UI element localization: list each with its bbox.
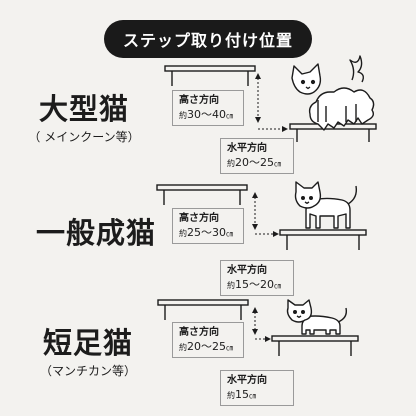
horizontal-box: 水平方向 約15㎝: [220, 370, 294, 406]
section-large-note: （ メインクーン等）: [28, 130, 140, 144]
height-box: 高さ方向 約20〜25㎝: [172, 322, 244, 358]
section-normal-diagram: [156, 181, 367, 250]
height-heading: 高さ方向: [179, 95, 219, 106]
height-box: 高さ方向 約30〜40㎝: [172, 90, 244, 126]
section-short-diagram: [157, 299, 359, 356]
horizontal-heading: 水平方向: [227, 265, 267, 276]
height-box: 高さ方向 約25〜30㎝: [172, 208, 244, 244]
section-large-label: 大型猫 （ メインクーン等）: [22, 92, 146, 145]
horizontal-value: 約15㎝: [227, 388, 256, 401]
horizontal-value: 約20〜25㎝: [227, 156, 281, 169]
lower-shelf: [271, 335, 359, 356]
short-cat-illustration: [286, 299, 348, 335]
height-heading: 高さ方向: [179, 327, 219, 338]
title-text: ステップ取り付け位置: [122, 31, 293, 50]
horizontal-heading: 水平方向: [227, 143, 267, 154]
section-large-name: 大型猫: [38, 92, 129, 126]
height-heading: 高さ方向: [179, 213, 219, 224]
section-large-diagram: [164, 55, 377, 142]
normal-cat-illustration: [294, 181, 358, 229]
section-normal-name: 一般成猫: [35, 216, 156, 250]
height-value: 約25〜30㎝: [179, 226, 233, 239]
section-short-note: （マンチカン等）: [39, 364, 136, 378]
large-cat-illustration: [291, 55, 375, 131]
section-normal-label: 一般成猫: [34, 216, 158, 250]
section-short-label: 短足猫 （マンチカン等）: [26, 326, 150, 379]
title-banner: ステップ取り付け位置: [104, 20, 312, 58]
upper-shelf: [164, 65, 256, 86]
upper-shelf: [157, 299, 249, 320]
section-short-name: 短足猫: [42, 326, 133, 360]
height-value: 約30〜40㎝: [179, 108, 233, 121]
horizontal-heading: 水平方向: [227, 375, 267, 386]
upper-shelf: [156, 184, 248, 205]
lower-shelf: [279, 229, 367, 250]
height-value: 約20〜25㎝: [179, 340, 233, 353]
horizontal-value: 約15〜20㎝: [227, 278, 281, 291]
horizontal-box: 水平方向 約15〜20㎝: [220, 260, 294, 296]
horizontal-box: 水平方向 約20〜25㎝: [220, 138, 294, 174]
